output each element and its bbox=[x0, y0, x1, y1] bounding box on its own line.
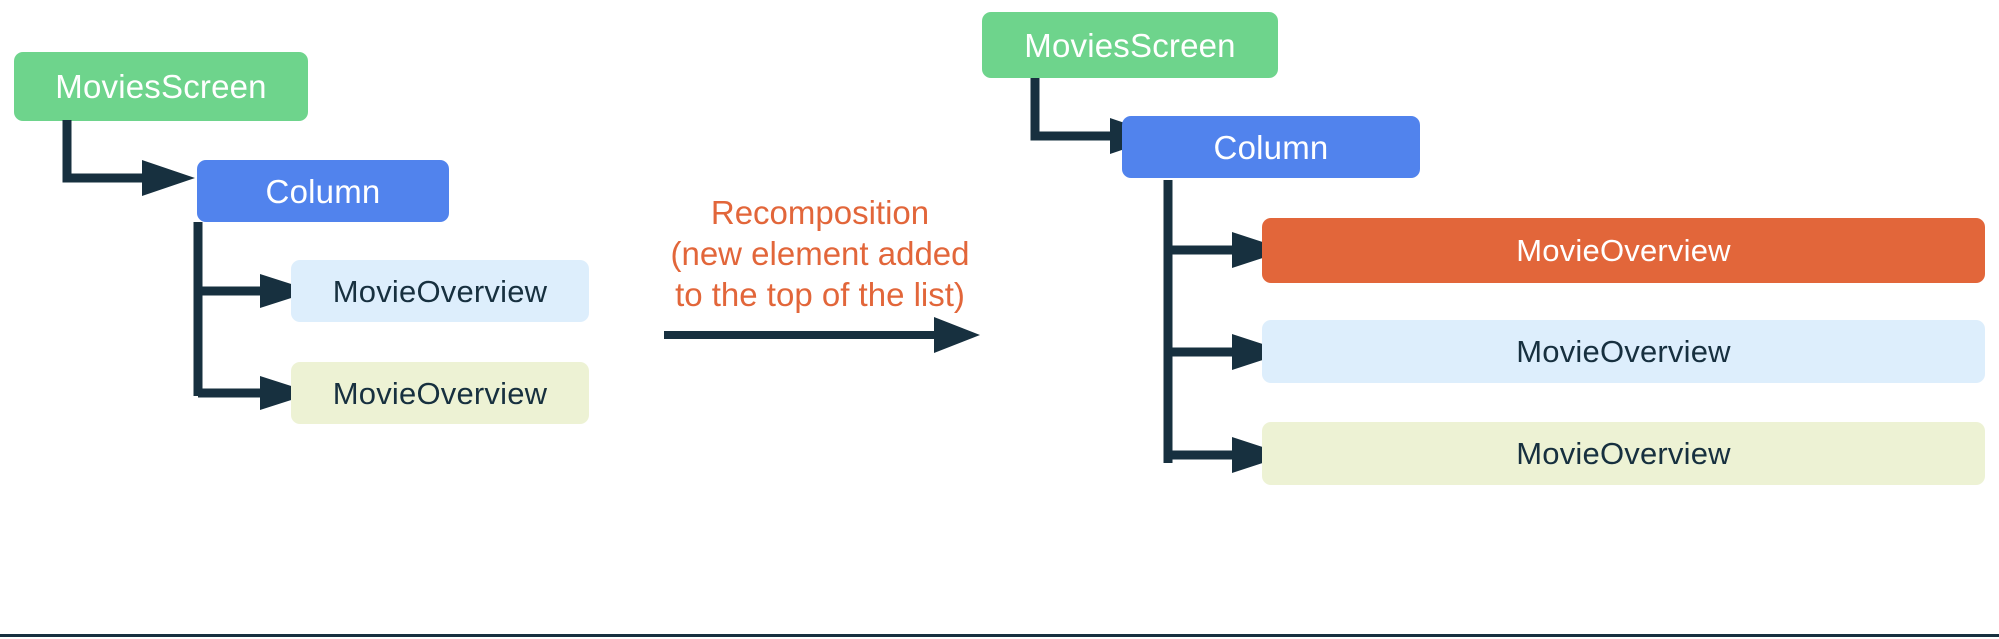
node-column-before: Column bbox=[197, 160, 449, 222]
node-movie-overview-2-before: MovieOverview bbox=[291, 362, 589, 424]
node-label: MoviesScreen bbox=[1024, 26, 1236, 64]
bottom-divider bbox=[0, 634, 1999, 637]
node-movie-overview-1-after: MovieOverview bbox=[1262, 320, 1985, 383]
recomposition-caption: Recomposition (new element added to the … bbox=[660, 192, 980, 315]
node-label: Column bbox=[1213, 128, 1329, 166]
node-label: MovieOverview bbox=[1516, 233, 1731, 268]
node-label: MovieOverview bbox=[332, 273, 548, 309]
node-label: MovieOverview bbox=[1516, 334, 1731, 369]
node-movie-overview-2-after: MovieOverview bbox=[1262, 422, 1985, 485]
caption-line-2: (new element added bbox=[670, 235, 970, 272]
node-movies-screen-before: MoviesScreen bbox=[14, 52, 308, 121]
node-column-after: Column bbox=[1122, 116, 1420, 178]
node-movie-overview-1-before: MovieOverview bbox=[291, 260, 589, 322]
connector-movies-screen-to-column-before bbox=[62, 118, 212, 196]
node-movie-overview-new-after: MovieOverview bbox=[1262, 218, 1985, 283]
node-label: MovieOverview bbox=[1516, 436, 1731, 471]
node-label: Column bbox=[265, 172, 381, 210]
node-label: MovieOverview bbox=[332, 375, 548, 411]
caption-line-1: Recomposition bbox=[710, 194, 930, 231]
node-label: MoviesScreen bbox=[55, 68, 267, 105]
recomposition-arrow-icon bbox=[662, 310, 982, 360]
node-movies-screen-after: MoviesScreen bbox=[982, 12, 1278, 78]
caption-line-3: to the top of the list) bbox=[675, 276, 965, 313]
